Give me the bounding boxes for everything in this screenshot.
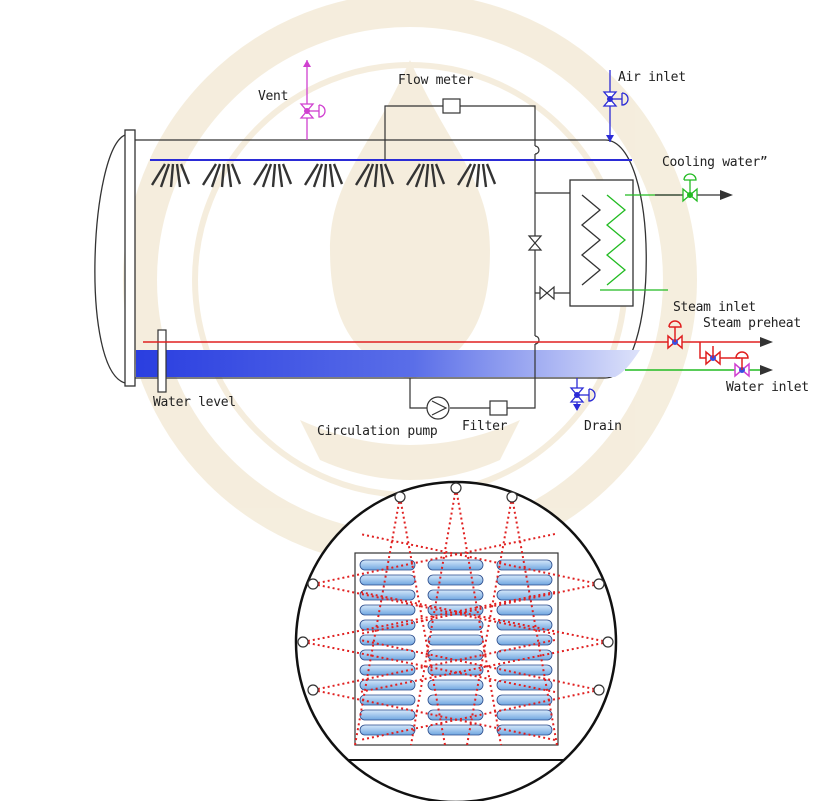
pouch-icon bbox=[497, 710, 552, 720]
label-steam-inlet: Steam inlet bbox=[673, 300, 756, 315]
pouch-icon bbox=[428, 680, 483, 690]
pouch-icon bbox=[360, 710, 415, 720]
pouch-icon bbox=[428, 560, 483, 570]
label-flow-meter: Flow meter bbox=[398, 73, 473, 88]
pouch-icon bbox=[497, 575, 552, 585]
nozzle-icon bbox=[603, 637, 613, 647]
pouch-icon bbox=[428, 575, 483, 585]
valve-icon bbox=[529, 236, 554, 299]
pouch-icon bbox=[428, 620, 483, 630]
nozzle-icon bbox=[594, 685, 604, 695]
spray-nozzle-icon bbox=[254, 164, 291, 187]
label-steam-preheat: Steam preheat bbox=[703, 316, 801, 331]
label-filter: Filter bbox=[462, 419, 507, 434]
pouch-icon bbox=[497, 605, 552, 615]
nozzle-icon bbox=[507, 492, 517, 502]
pouch-icon bbox=[360, 605, 415, 615]
label-air-inlet: Air inlet bbox=[618, 70, 686, 85]
vent-line bbox=[301, 60, 325, 140]
pouch-icon bbox=[360, 575, 415, 585]
pouch-icon bbox=[360, 635, 415, 645]
pouch-icon bbox=[428, 725, 483, 735]
pouch-icon bbox=[360, 695, 415, 705]
nozzle-icon bbox=[308, 685, 318, 695]
flow-meter-icon bbox=[443, 99, 460, 113]
label-cooling-water: Cooling water” bbox=[662, 155, 767, 170]
nozzle-icon bbox=[298, 637, 308, 647]
filter-icon bbox=[490, 401, 507, 415]
nozzle-icon bbox=[308, 579, 318, 589]
nozzle-icon bbox=[594, 579, 604, 589]
pouch-icon bbox=[360, 680, 415, 690]
label-circulation-pump: Circulation pump bbox=[317, 424, 437, 439]
nozzle-icon bbox=[395, 492, 405, 502]
label-water-inlet: Water inlet bbox=[726, 380, 809, 395]
spray-nozzle-icon bbox=[305, 164, 342, 187]
pouch-icon bbox=[497, 635, 552, 645]
label-drain: Drain bbox=[584, 419, 622, 434]
pouch-icon bbox=[497, 695, 552, 705]
nozzle-icon bbox=[451, 483, 461, 493]
label-vent: Vent bbox=[258, 89, 288, 104]
water-volume bbox=[136, 350, 640, 377]
water-level-gauge bbox=[158, 330, 166, 392]
label-water-level: Water level bbox=[153, 395, 236, 410]
pouch-icon bbox=[428, 635, 483, 645]
